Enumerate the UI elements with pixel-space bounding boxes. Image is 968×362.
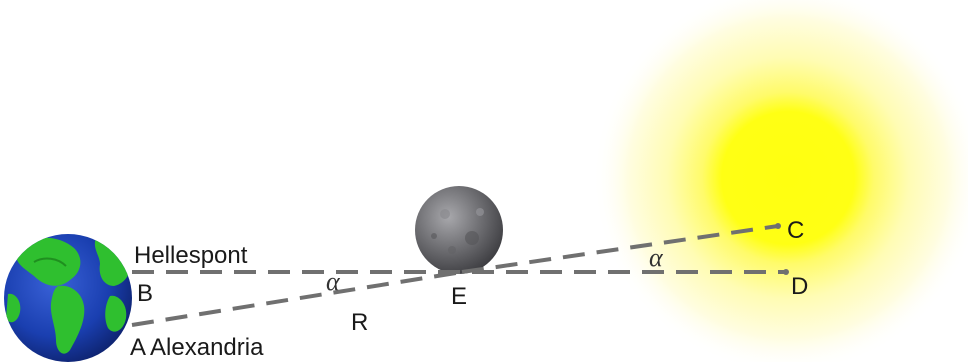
label-point-b: B xyxy=(137,280,153,307)
ray-e-to-c xyxy=(461,224,779,274)
label-angle-alpha-far: α xyxy=(649,243,664,272)
label-angle-alpha-near: α xyxy=(326,267,341,296)
moon-icon xyxy=(415,186,503,274)
label-point-e: E xyxy=(451,283,467,310)
label-point-a-alexandria: A Alexandria xyxy=(130,334,264,361)
geometry-lines xyxy=(131,223,789,327)
ray-a-to-e xyxy=(131,270,463,327)
label-distance-r: R xyxy=(351,309,368,336)
label-point-d: D xyxy=(791,273,808,300)
earth-globe-icon xyxy=(4,234,132,362)
label-hellespont: Hellespont xyxy=(134,242,248,269)
sun-icon xyxy=(593,0,968,362)
label-point-c: C xyxy=(787,217,804,244)
point-d-dot xyxy=(783,269,789,275)
point-c-dot xyxy=(775,223,781,229)
